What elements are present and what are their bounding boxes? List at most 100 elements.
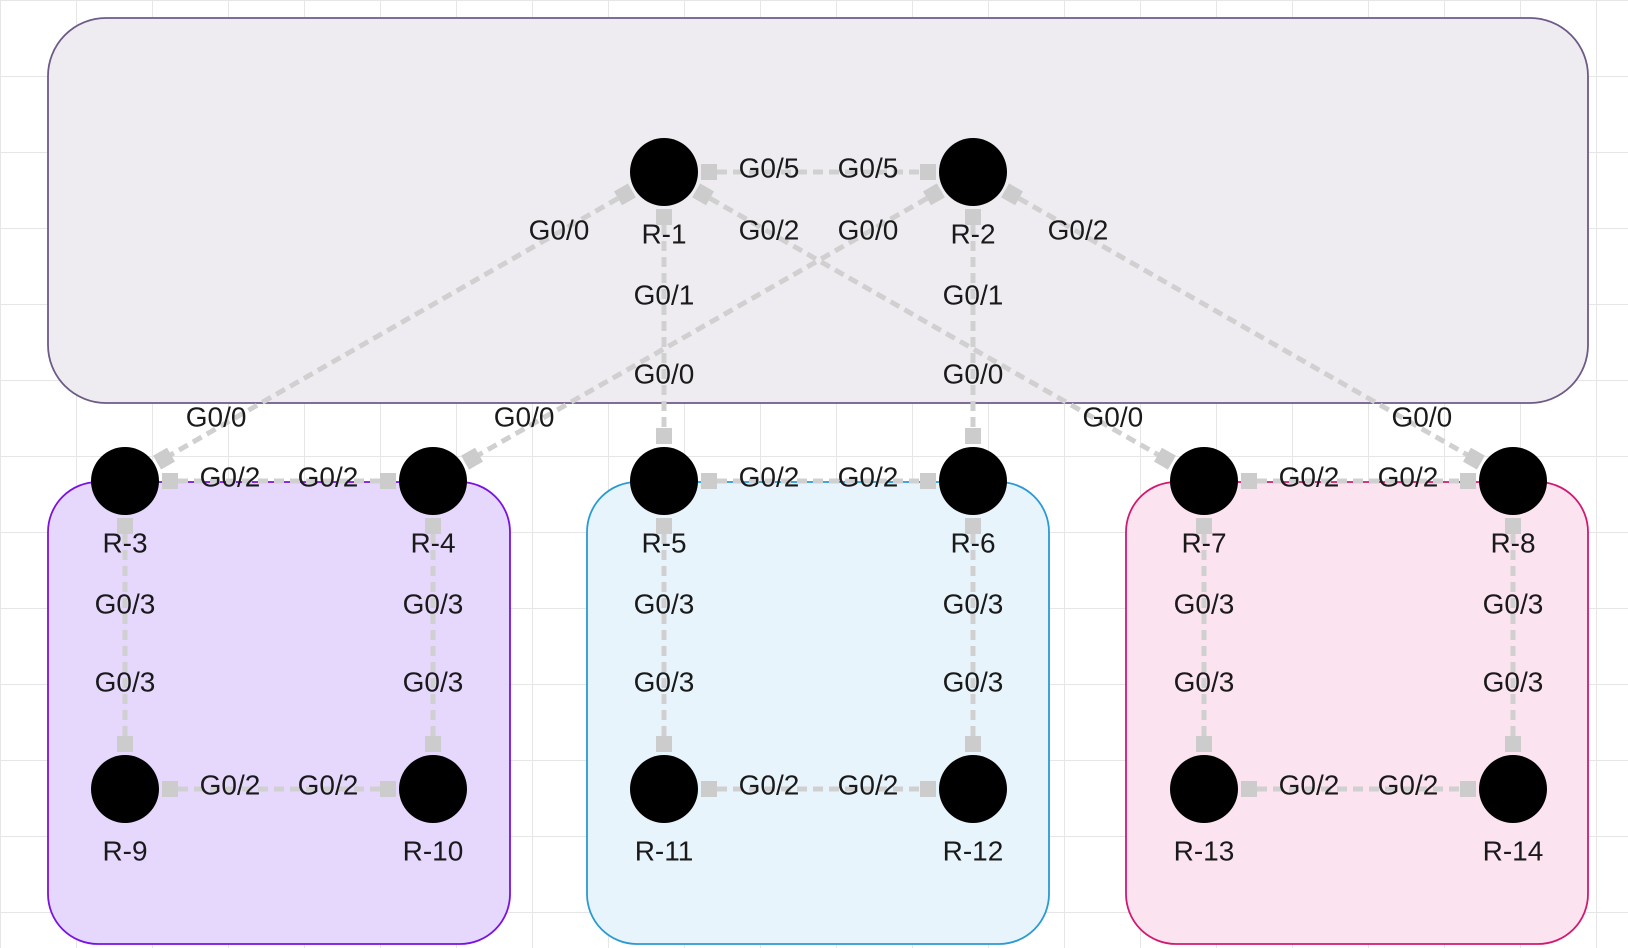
router-icon[interactable]: [1170, 447, 1238, 515]
link-endpoint-marker: [1196, 518, 1212, 534]
link-endpoint-marker: [701, 781, 717, 797]
link-endpoint-marker: [425, 736, 441, 752]
router-r10[interactable]: R-10: [399, 755, 467, 866]
port-label-r5: G0/3: [634, 588, 695, 619]
link-r6-r12: [965, 518, 981, 752]
router-label: R-5: [641, 527, 686, 558]
link-r1-r7: [692, 183, 1176, 470]
link-endpoint-marker: [701, 473, 717, 489]
link-endpoint-marker: [920, 473, 936, 489]
port-label-r8: G0/0: [1392, 401, 1453, 432]
port-label-r2: G0/5: [838, 152, 899, 183]
router-icon[interactable]: [1479, 447, 1547, 515]
link-endpoint-marker: [380, 473, 396, 489]
link-endpoint-marker: [656, 209, 672, 225]
link-endpoint-marker: [920, 781, 936, 797]
router-icon[interactable]: [630, 755, 698, 823]
link-r1-r3: [153, 183, 636, 470]
link-r3-r9: [117, 518, 133, 752]
port-label-r8: G0/3: [1483, 588, 1544, 619]
router-icon[interactable]: [939, 138, 1007, 206]
link-endpoint-marker: [162, 473, 178, 489]
port-label-r3: G0/0: [186, 401, 247, 432]
port-label-r9: G0/2: [200, 769, 261, 800]
link-r7-r13: [1196, 518, 1212, 752]
router-icon[interactable]: [1170, 755, 1238, 823]
link-endpoint-marker: [153, 447, 175, 470]
link-endpoint-marker: [1460, 473, 1476, 489]
router-r4[interactable]: R-4: [399, 447, 467, 558]
link-endpoint-marker: [117, 518, 133, 534]
link-endpoint-marker: [1463, 447, 1485, 470]
port-label-r6: G0/2: [838, 461, 899, 492]
router-icon[interactable]: [939, 447, 1007, 515]
router-icon[interactable]: [91, 755, 159, 823]
link-endpoint-marker: [692, 183, 714, 206]
link-endpoint-marker: [162, 781, 178, 797]
router-icon[interactable]: [1479, 755, 1547, 823]
router-r11[interactable]: R-11: [630, 755, 698, 866]
port-label-r5: G0/0: [634, 358, 695, 389]
link-endpoint-marker: [1154, 447, 1176, 470]
link-endpoint-marker: [1196, 736, 1212, 752]
link-r1-r2: [701, 164, 936, 180]
port-label-r4: G0/3: [403, 588, 464, 619]
link-endpoint-marker: [614, 183, 636, 206]
link-r7-r8: [1241, 473, 1476, 489]
router-r6[interactable]: R-6: [939, 447, 1007, 558]
port-label-r5: G0/2: [739, 461, 800, 492]
router-r9[interactable]: R-9: [91, 755, 159, 866]
link-line: [463, 188, 943, 465]
router-label: R-9: [102, 835, 147, 866]
port-label-r2: G0/2: [1048, 214, 1109, 245]
router-icon[interactable]: [939, 755, 1007, 823]
router-label: R-13: [1174, 835, 1235, 866]
port-label-r2: G0/1: [943, 279, 1004, 310]
link-endpoint-marker: [461, 447, 483, 470]
link-endpoint-marker: [1241, 473, 1257, 489]
link-endpoint-marker: [1505, 736, 1521, 752]
router-r13[interactable]: R-13: [1170, 755, 1238, 866]
link-r9-r10: [162, 781, 396, 797]
router-icon[interactable]: [399, 447, 467, 515]
router-r1[interactable]: R-1: [630, 138, 698, 249]
router-icon[interactable]: [630, 138, 698, 206]
port-label-r14: G0/2: [1378, 769, 1439, 800]
router-r7[interactable]: R-7: [1170, 447, 1238, 558]
port-label-r7: G0/2: [1279, 461, 1340, 492]
link-endpoint-marker: [965, 736, 981, 752]
router-label: R-4: [410, 527, 455, 558]
router-label: R-1: [641, 218, 686, 249]
router-r2[interactable]: R-2: [939, 138, 1007, 249]
router-label: R-12: [943, 835, 1004, 866]
port-label-r13: G0/2: [1279, 769, 1340, 800]
port-label-r6: G0/3: [943, 588, 1004, 619]
router-r8[interactable]: R-8: [1479, 447, 1547, 558]
port-label-r9: G0/3: [95, 666, 156, 697]
link-endpoint-marker: [656, 428, 672, 444]
link-r2-r4: [461, 183, 945, 470]
link-endpoint-marker: [965, 209, 981, 225]
router-r12[interactable]: R-12: [939, 755, 1007, 866]
router-icon[interactable]: [630, 447, 698, 515]
port-label-r3: G0/2: [200, 461, 261, 492]
router-label: R-7: [1181, 527, 1226, 558]
link-endpoint-marker: [1241, 781, 1257, 797]
router-r3[interactable]: R-3: [91, 447, 159, 558]
link-r8-r14: [1505, 518, 1521, 752]
link-endpoint-marker: [656, 736, 672, 752]
port-label-r2: G0/0: [838, 214, 899, 245]
port-label-r6: G0/0: [943, 358, 1004, 389]
link-line: [1003, 188, 1483, 465]
links-layer: [117, 164, 1521, 797]
router-icon[interactable]: [91, 447, 159, 515]
router-icon[interactable]: [399, 755, 467, 823]
router-r5[interactable]: R-5: [630, 447, 698, 558]
port-label-r1: G0/0: [529, 214, 590, 245]
link-r2-r8: [1001, 183, 1485, 470]
router-label: R-14: [1483, 835, 1544, 866]
port-label-r7: G0/3: [1174, 588, 1235, 619]
link-endpoint-marker: [965, 518, 981, 534]
router-r14[interactable]: R-14: [1479, 755, 1547, 866]
